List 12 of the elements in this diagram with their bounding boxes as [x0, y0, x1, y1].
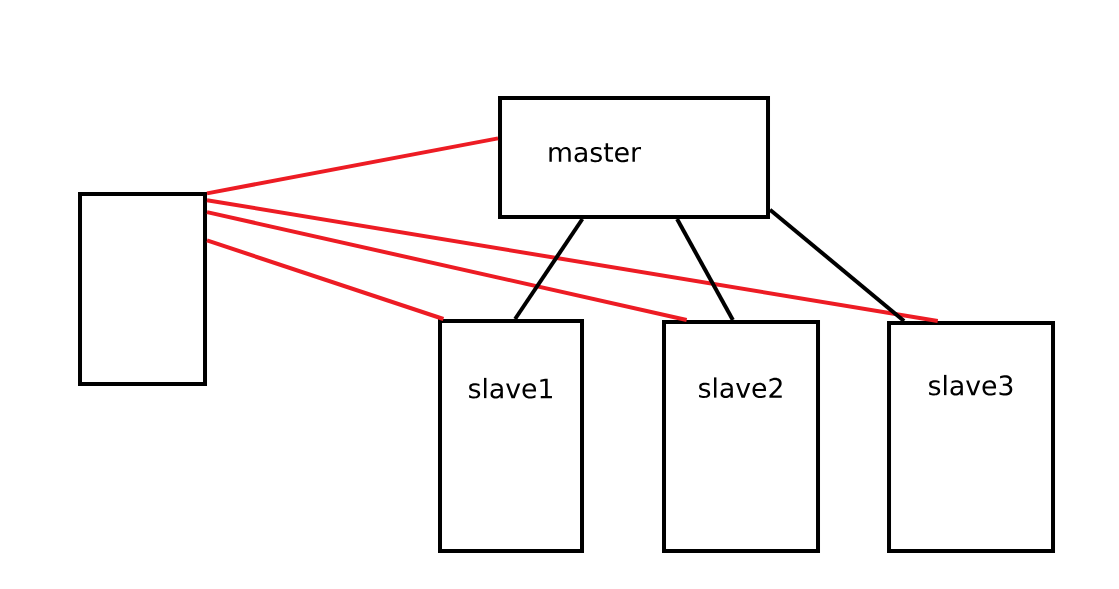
server-box: slave2 — [662, 320, 820, 553]
server-box: slave3 — [887, 321, 1055, 553]
connector-line — [513, 217, 585, 321]
server-box: slave1 — [438, 319, 584, 553]
connector-line — [206, 136, 499, 196]
empty-box — [78, 192, 207, 386]
connector-line — [768, 208, 906, 323]
connector-line — [206, 238, 445, 321]
connector-line — [675, 218, 735, 321]
server-box: master — [498, 96, 770, 219]
connector-line — [206, 210, 688, 322]
connector-line — [206, 198, 939, 323]
